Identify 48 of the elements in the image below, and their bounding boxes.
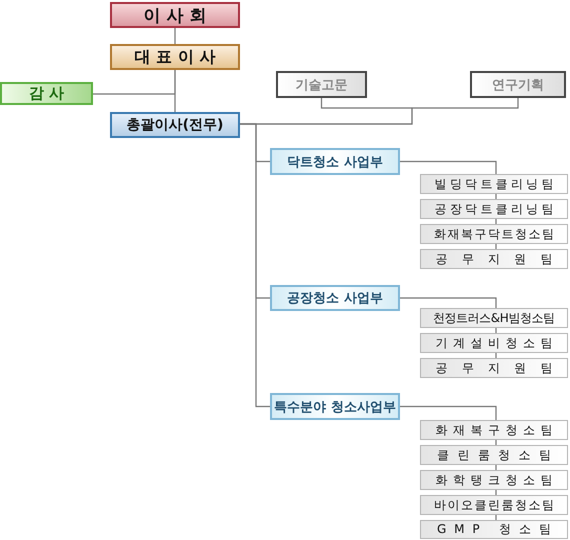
- box-label: 공장청소 사업부: [287, 290, 383, 307]
- connector-line: [400, 406, 497, 420]
- box-label: 특수분야 청소사업부: [274, 398, 396, 416]
- team-box: [420, 308, 568, 328]
- box-label: 공 무 지 원 팀: [436, 250, 558, 268]
- box-label: 대 표 이 사: [134, 46, 216, 68]
- box-label: 바이오클린룸청소팀: [434, 496, 556, 514]
- division-box: [270, 285, 400, 311]
- box-label: 천정트러스&H빔청소팀: [432, 310, 555, 326]
- box-label: 화재복구닥트청소팀: [434, 226, 556, 242]
- team-box: [420, 174, 568, 194]
- box-label: 닥트청소 사업부: [287, 154, 383, 170]
- auditor-box: [0, 82, 93, 105]
- box-label: 기계설비청소팀: [436, 334, 558, 352]
- connector-line: [400, 297, 497, 308]
- box-label: 감 사: [28, 84, 64, 103]
- team-box: [420, 470, 568, 490]
- director-box: [110, 112, 240, 138]
- box-label: 이 사 회: [144, 4, 206, 26]
- board-box: [110, 2, 240, 28]
- team-box: [420, 420, 568, 440]
- team-box: [420, 445, 568, 465]
- team-box: [420, 495, 568, 515]
- team-box: [420, 358, 568, 378]
- box-label: 화학탱크청소팀: [436, 472, 558, 488]
- box-label: 화재복구청소팀: [436, 422, 558, 438]
- box-label: 기술고문: [296, 76, 348, 94]
- connector-line: [174, 28, 176, 44]
- ceo-box: [110, 44, 240, 70]
- box-label: GMP 청소팀: [436, 521, 559, 538]
- box-label: 총괄이사(전무): [126, 116, 224, 134]
- box-label: 연구기획: [492, 76, 544, 94]
- team-box: [420, 249, 568, 269]
- connector-line: [400, 160, 497, 174]
- connector-line: [240, 123, 270, 408]
- division-box: [270, 148, 400, 175]
- box-label: 공 무 지 원 팀: [436, 360, 558, 376]
- box-label: 클린룸청소팀: [437, 446, 560, 464]
- advisory-box: [470, 71, 566, 98]
- division-box: [270, 393, 400, 420]
- team-box: [420, 520, 568, 539]
- connector-line: [93, 70, 176, 95]
- box-label: 공장닥트클리닝팀: [434, 200, 557, 218]
- team-box: [420, 199, 568, 219]
- team-box: [420, 333, 568, 353]
- team-box: [420, 224, 568, 244]
- box-label: 빌딩닥트클리닝팀: [434, 176, 557, 192]
- advisory-box: [276, 71, 367, 98]
